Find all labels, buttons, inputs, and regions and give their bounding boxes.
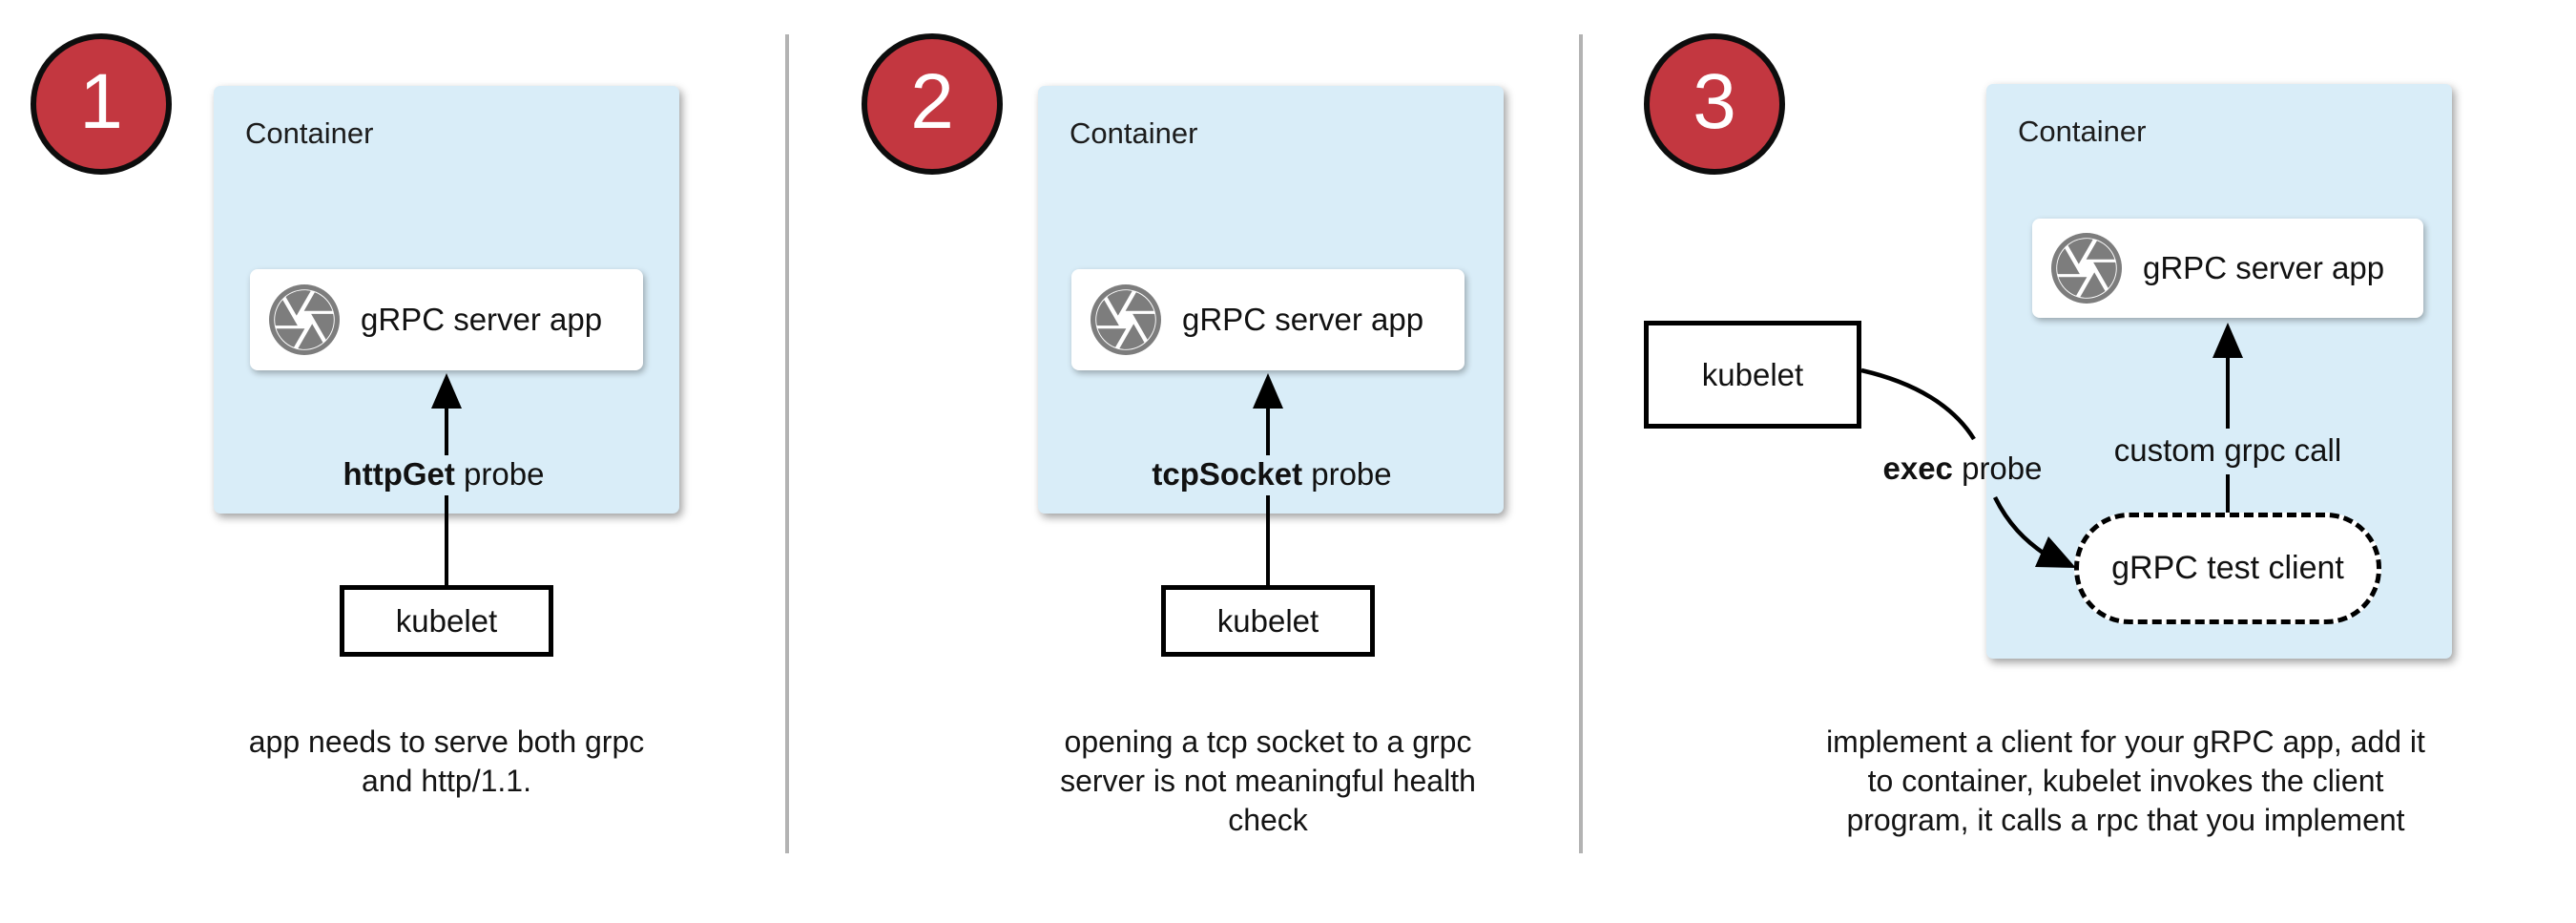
caption-1: app needs to serve both grpc and http/1.… bbox=[84, 723, 809, 801]
panel-divider-1 bbox=[785, 34, 789, 853]
probe-word: probe bbox=[1302, 456, 1392, 492]
caption-line: app needs to serve both grpc bbox=[248, 724, 645, 759]
probe-type: tcpSocket bbox=[1152, 456, 1303, 492]
container-title: Container bbox=[1070, 116, 1198, 150]
caption-line: program, it calls a rpc that you impleme… bbox=[1846, 803, 2405, 837]
caption-line: check bbox=[1228, 803, 1308, 837]
panel-divider-2 bbox=[1579, 34, 1583, 853]
aperture-icon bbox=[1091, 284, 1161, 355]
caption-line: implement a client for your gRPC app, ad… bbox=[1826, 724, 2425, 759]
aperture-icon bbox=[2051, 233, 2122, 304]
step-badge-2: 2 bbox=[862, 33, 1003, 175]
step-number: 1 bbox=[79, 58, 123, 145]
probe-type: exec bbox=[1882, 451, 1953, 486]
container-title: Container bbox=[2018, 115, 2147, 148]
kubelet-label: kubelet bbox=[1216, 602, 1319, 639]
grpc-server-app-label: gRPC server app bbox=[1182, 302, 1424, 337]
caption-line: opening a tcp socket to a grpc bbox=[1064, 724, 1472, 759]
grpc-server-app-box-3: gRPC server app bbox=[2032, 219, 2423, 318]
caption-line: server is not meaningful health bbox=[1060, 764, 1476, 798]
custom-grpc-call-label: custom grpc call bbox=[2113, 432, 2342, 468]
probe-word: probe bbox=[1952, 451, 2043, 486]
probe-type: httpGet bbox=[343, 456, 455, 492]
kubelet-box-2: kubelet bbox=[1161, 585, 1375, 657]
caption-line: to container, kubelet invokes the client bbox=[1867, 764, 2384, 798]
grpc-server-app-box-1: gRPC server app bbox=[250, 269, 643, 370]
exec-arrow-curve-upper bbox=[1860, 367, 1976, 441]
grpc-server-app-label: gRPC server app bbox=[2143, 250, 2385, 285]
grpc-test-client-label: gRPC test client bbox=[2111, 550, 2344, 586]
grpc-test-client-box: gRPC test client bbox=[2074, 513, 2381, 624]
caption-line: and http/1.1. bbox=[362, 764, 531, 798]
kubelet-box-3: kubelet bbox=[1644, 321, 1861, 429]
container-title: Container bbox=[245, 116, 374, 150]
grpc-server-app-box-2: gRPC server app bbox=[1071, 269, 1465, 370]
step-number: 2 bbox=[910, 58, 954, 145]
probe-label-exec: exec probe bbox=[1883, 450, 2043, 488]
probe-label-httpget: httpGet probe bbox=[343, 455, 545, 493]
grpc-server-app-label: gRPC server app bbox=[361, 302, 603, 337]
kubelet-label: kubelet bbox=[1701, 356, 1804, 392]
kubelet-box-1: kubelet bbox=[340, 585, 553, 657]
caption-2: opening a tcp socket to a grpc server is… bbox=[905, 723, 1631, 840]
kubelet-label: kubelet bbox=[395, 602, 498, 639]
caption-3: implement a client for your gRPC app, ad… bbox=[1763, 723, 2488, 840]
aperture-icon bbox=[269, 284, 340, 355]
step-number: 3 bbox=[1693, 58, 1736, 145]
probe-label-tcpsocket: tcpSocket probe bbox=[1152, 455, 1391, 493]
probe-word: probe bbox=[454, 456, 545, 492]
step-badge-3: 3 bbox=[1644, 33, 1785, 175]
step-badge-1: 1 bbox=[31, 33, 172, 175]
